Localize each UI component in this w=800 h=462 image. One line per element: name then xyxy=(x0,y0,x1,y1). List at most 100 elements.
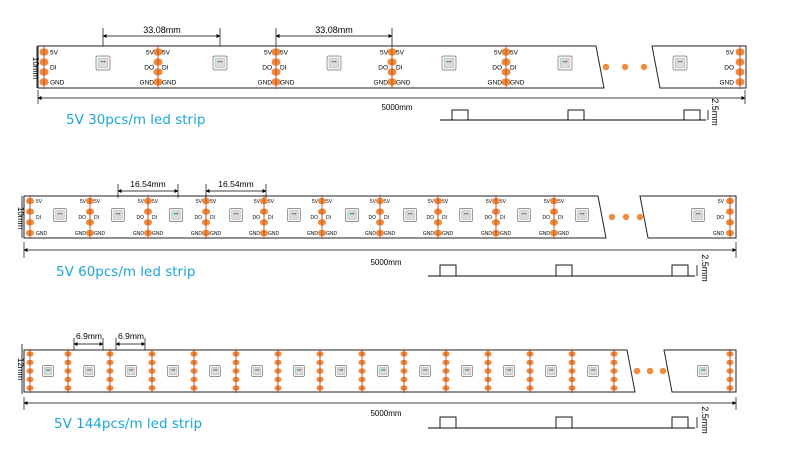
strip-30-section: 5VDOGND5VDIGND5VDOGND5VDIGND5VDOGND5VDIG… xyxy=(31,25,747,128)
pin-label: DI xyxy=(396,64,403,71)
continuation-dot xyxy=(622,213,630,221)
pin-label: DI xyxy=(280,64,287,71)
led-pixel-blue xyxy=(212,369,215,371)
led-chip-lens xyxy=(560,58,570,68)
led-pixel-blue xyxy=(422,369,425,371)
solder-pad-column xyxy=(318,195,326,239)
strip-outline xyxy=(23,195,607,239)
strip-30-spacing-label: 33.08mm xyxy=(143,25,181,35)
led-chip-lens xyxy=(55,210,65,220)
pin-label: 5V xyxy=(370,199,377,205)
solder-pad-column xyxy=(434,195,442,239)
led-pixel-red xyxy=(352,212,355,215)
pin-label: DO xyxy=(144,64,154,71)
continuation-dot xyxy=(659,367,667,375)
led-pixel-green xyxy=(550,369,552,371)
led-chip xyxy=(111,208,125,222)
strip-30-spacing-dimension-2: 33.08mm xyxy=(275,25,393,46)
led-chip-lens xyxy=(98,58,108,68)
pin-label: GND xyxy=(374,79,389,86)
pin-label: DI xyxy=(50,64,57,71)
led-chip-lens xyxy=(211,367,219,375)
led-chip-lens xyxy=(337,367,345,375)
pin-label: 5V xyxy=(36,199,43,205)
led-pixel-red xyxy=(60,212,63,215)
strip-30-width-label: 10mm xyxy=(31,57,40,80)
led-pixel-blue xyxy=(57,212,60,215)
led-pixel-red xyxy=(173,369,176,371)
strip-outline xyxy=(23,349,636,393)
led-pixel-red xyxy=(220,60,223,63)
led-chip xyxy=(575,208,589,222)
led-chip-lens xyxy=(295,367,303,375)
led-pixel-blue xyxy=(506,369,509,371)
strip-60-length-dimension: 5000mm xyxy=(23,242,737,267)
led-pixel-blue xyxy=(254,369,257,371)
led-pixel-blue xyxy=(115,212,118,215)
pin-label: DI xyxy=(268,215,273,221)
pin-label: GND xyxy=(326,231,338,237)
pin-label: GND xyxy=(384,231,396,237)
led-chip xyxy=(557,55,573,71)
pin-label: 5V xyxy=(196,199,203,205)
solder-pad-column xyxy=(153,45,163,89)
pin-label: DI xyxy=(500,215,505,221)
led-pixel-green xyxy=(175,212,177,215)
pin-label: GND xyxy=(152,231,164,237)
led-pixel-red xyxy=(294,212,297,215)
led-pixel-green xyxy=(465,212,467,215)
led-pixel-blue xyxy=(464,369,467,371)
led-pixel-green xyxy=(340,369,342,371)
pin-label: GND xyxy=(36,231,48,237)
led-pixel-red xyxy=(176,212,179,215)
pin-label: DO xyxy=(262,64,272,71)
led-chip xyxy=(545,365,557,377)
pin-label: GND xyxy=(280,79,295,86)
strip-outline xyxy=(37,45,605,89)
led-pixel-red xyxy=(103,60,106,63)
led-pixel-green xyxy=(679,60,681,63)
led-pixel-green xyxy=(508,369,510,371)
continuation-dot xyxy=(640,63,648,71)
pin-label: DO xyxy=(137,215,145,221)
pin-label: 5V xyxy=(500,199,507,205)
led-pixel-green xyxy=(214,369,216,371)
pin-label: 5V xyxy=(50,49,59,56)
pin-label: DO xyxy=(724,64,734,71)
strip-144-width-dimension: 12mm xyxy=(16,344,25,394)
pin-label: GND xyxy=(191,231,203,237)
pin-label: GND xyxy=(94,231,106,237)
pin-label: GND xyxy=(481,231,493,237)
pin-label: 5V xyxy=(80,199,87,205)
pin-label: DI xyxy=(152,215,157,221)
pin-label: 5V xyxy=(384,199,391,205)
led-chip xyxy=(345,208,359,222)
solder-pad-column xyxy=(492,195,500,239)
led-pixel-green xyxy=(47,369,49,371)
led-pixel-red xyxy=(467,369,470,371)
led-chip-lens xyxy=(85,367,93,375)
led-chip-lens xyxy=(231,210,241,220)
continuation-dot xyxy=(602,63,610,71)
led-chip xyxy=(209,365,221,377)
led-chip xyxy=(287,208,301,222)
pin-label: GND xyxy=(75,231,87,237)
led-pixel-green xyxy=(424,369,426,371)
strip-30-thickness-label: 2.5mm xyxy=(710,98,720,126)
pin-label: 5V xyxy=(268,199,275,205)
led-chip xyxy=(53,208,67,222)
led-pixel-green xyxy=(293,212,295,215)
led-pixel-red xyxy=(680,60,683,63)
led-chip xyxy=(125,365,137,377)
led-pixel-red xyxy=(565,60,568,63)
led-chip xyxy=(377,365,389,377)
pin-label: 5V xyxy=(152,199,159,205)
led-pixel-blue xyxy=(446,60,449,63)
pin-label: DO xyxy=(427,215,435,221)
pin-label: 5V xyxy=(210,199,217,205)
led-pixel-green xyxy=(333,60,335,63)
strip-144-length-label: 5000mm xyxy=(370,409,401,418)
led-chip xyxy=(169,208,183,222)
led-chip-lens xyxy=(519,210,529,220)
pin-label: 5V xyxy=(264,49,273,56)
